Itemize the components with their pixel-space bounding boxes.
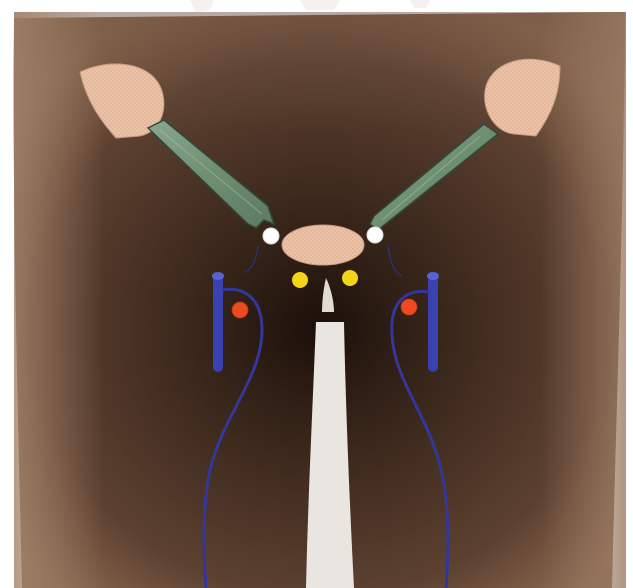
red-marker	[232, 302, 248, 318]
blue-rod	[427, 272, 439, 372]
yellow-marker	[292, 272, 308, 288]
center-pad	[282, 225, 364, 265]
white-marker	[367, 227, 383, 243]
blue-rod	[212, 272, 224, 372]
white-marker	[263, 228, 279, 244]
red-marker	[401, 299, 417, 315]
yellow-marker	[342, 270, 358, 286]
